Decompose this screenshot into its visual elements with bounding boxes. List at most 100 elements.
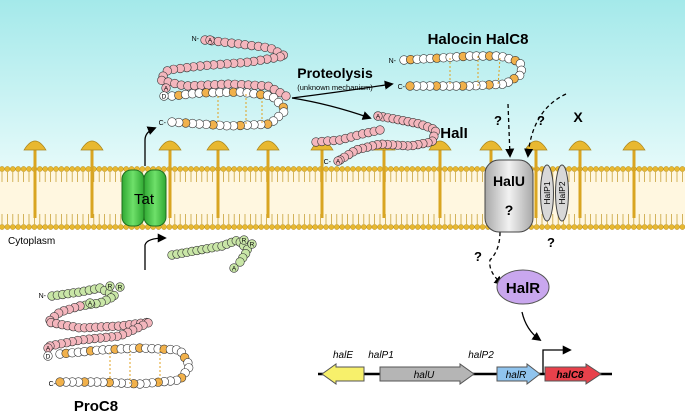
proteolysis-arrow-hali [291, 97, 372, 120]
lipid-head [64, 224, 70, 230]
lipid-head [101, 166, 108, 172]
proc8-residue-d: D [43, 351, 53, 361]
gene-halr-label: halR [506, 370, 527, 381]
lipid-head [452, 166, 459, 172]
lipid-head [366, 166, 373, 172]
lipid-head [171, 166, 178, 172]
lipid-head [360, 166, 367, 172]
lipid-head [263, 224, 270, 230]
proc8-residue-a2: A [43, 343, 53, 353]
lipid-head [382, 224, 389, 230]
lipid-head [15, 166, 22, 172]
tat-leader-chain [167, 236, 252, 267]
lipid-head [674, 224, 680, 230]
question-mark-1: ? [494, 113, 502, 128]
lipid-head [91, 224, 97, 230]
lipid-head [112, 166, 119, 172]
halp1-label: HalP1 [542, 181, 552, 204]
lipid-head [560, 224, 567, 230]
lipid-head [80, 166, 86, 172]
svg-text:D: D [162, 94, 167, 101]
glycoprotein-stalk [216, 150, 220, 218]
lipid-head [296, 224, 302, 230]
lipid-head [247, 224, 254, 230]
lipid-head [393, 166, 400, 172]
halu-label: HalU [493, 173, 525, 189]
lipid-head [37, 166, 43, 172]
lipid-head [20, 166, 27, 172]
lipid-head [242, 166, 248, 172]
svg-text:A: A [164, 86, 169, 93]
lipid-head [301, 224, 308, 230]
lipid-head [252, 166, 259, 172]
proc8-label: ProC8 [74, 398, 118, 415]
lipid-head [587, 166, 594, 172]
lipid-head [26, 224, 32, 230]
x-factor-label: X [573, 109, 583, 125]
glycoprotein-head [256, 140, 280, 151]
hali-chain [335, 111, 441, 165]
lipid-head [463, 224, 470, 230]
proc8-c-terminus: C- [49, 381, 57, 388]
gene-cluster: halE halP1 halU halP2 halR halC8 [318, 350, 612, 386]
lipid-head [15, 224, 22, 230]
lipid-head [231, 166, 237, 172]
lipid-head [80, 224, 86, 230]
lipid-head [69, 166, 75, 172]
lipid-head [371, 224, 378, 230]
lipid-head [609, 224, 616, 230]
lipid-head [641, 224, 648, 230]
lipid-head [479, 166, 486, 172]
hali-chain-b [311, 125, 385, 147]
lipid-head [107, 224, 113, 230]
exported-residue-a2: A [161, 83, 171, 93]
lipid-head [452, 224, 459, 230]
lipid-head [69, 224, 75, 230]
lipid-head [42, 166, 49, 172]
lipid-head [571, 166, 578, 172]
svg-text:R: R [118, 285, 123, 292]
lipid-head [636, 166, 643, 172]
question-mark-2: ? [537, 113, 545, 128]
glycoprotein-head [524, 140, 548, 151]
proteolysis-arrow-halocin [291, 80, 394, 99]
lipid-head [37, 224, 43, 230]
lipid-head [274, 224, 281, 230]
lipid-head [198, 166, 205, 172]
glycoprotein-stalk [578, 150, 582, 218]
lipid-head [20, 224, 27, 230]
residue-bead [167, 117, 177, 127]
tat-to-leader-arrow [144, 233, 167, 270]
lipid-head [225, 224, 232, 230]
lipid-head [96, 224, 102, 230]
leader-residue-r: R [239, 235, 249, 245]
lipid-head [614, 224, 621, 230]
gene-halp2-label: halP2 [468, 350, 494, 361]
lipid-head [441, 224, 448, 230]
proc8-residue-r: R [105, 281, 115, 291]
lipid-head [447, 224, 454, 230]
mechanism-label: (unknown mechanism) [297, 83, 373, 92]
lipid-head [58, 166, 65, 172]
hali-residue-a2: A [333, 156, 343, 166]
lipid-head [279, 224, 286, 230]
lipid-head [10, 166, 16, 172]
residue-bead [405, 81, 415, 91]
lipid-head [215, 224, 221, 230]
lipid-head [668, 224, 675, 230]
lipid-head [204, 166, 210, 172]
lipid-head [679, 166, 685, 172]
proteolysis-label: Proteolysis [297, 65, 373, 81]
glycoprotein-head [622, 140, 646, 151]
lipid-head [258, 166, 265, 172]
lipid-head [355, 224, 362, 230]
lipid-head [355, 166, 362, 172]
glycoprotein-head [479, 140, 503, 151]
lipid-head [328, 224, 335, 230]
lipid-head [312, 166, 319, 172]
halu-protein: HalU ? [484, 159, 534, 233]
question-mark-3: ? [547, 235, 555, 250]
lipid-head [220, 166, 227, 172]
